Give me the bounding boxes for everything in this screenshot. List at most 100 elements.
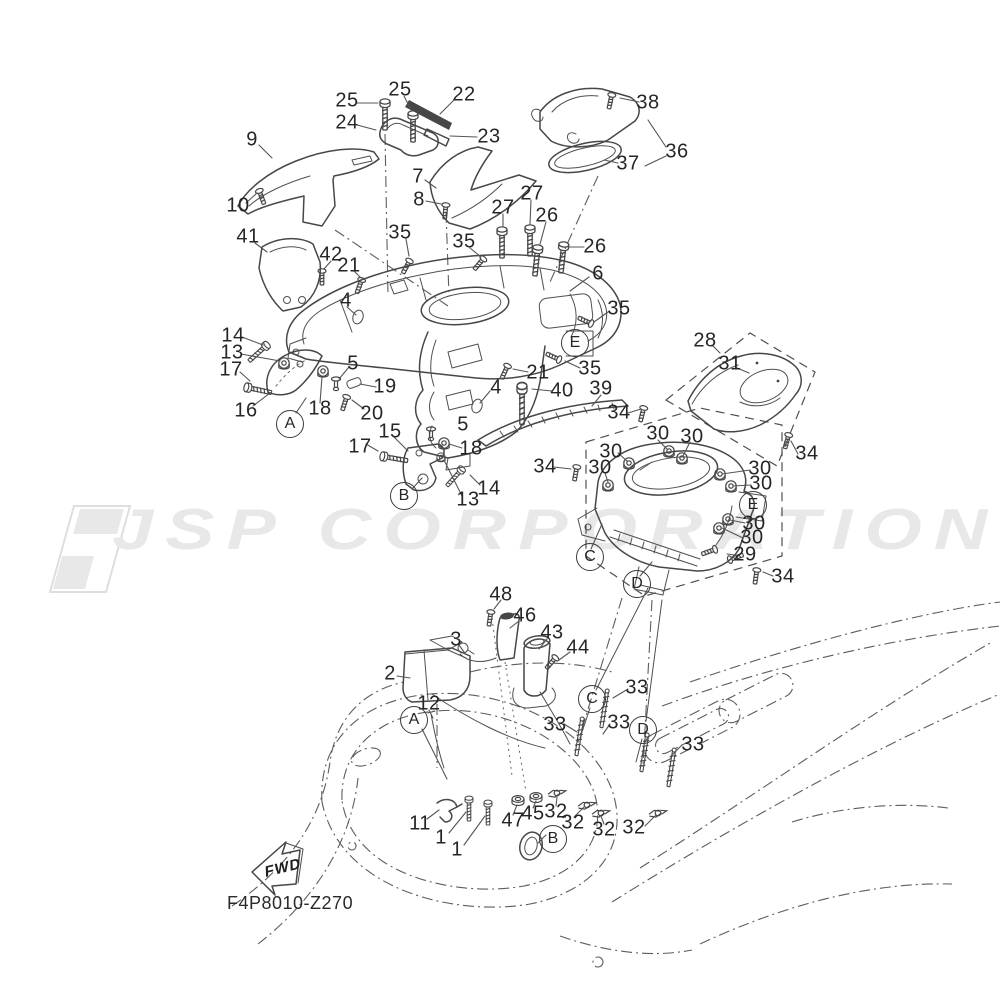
part-label-43: 43 [540,621,564,644]
part-label-47: 47 [501,809,525,832]
watermark-text: JSP CORPORATION [112,496,1000,562]
part-label-25: 25 [335,89,359,112]
handle-ring [519,831,543,861]
part-label-2: 2 [384,662,396,685]
leader-lines [239,95,799,846]
tie-part12 [427,710,445,769]
part-label-20: 20 [360,402,384,425]
part-label-17: 17 [219,358,243,381]
fwd-arrow [251,841,304,896]
part-label-30: 30 [740,526,764,549]
clamp-part3 [457,642,475,655]
part-label-32: 32 [622,816,646,839]
part-label-11: 11 [409,812,431,835]
spout-part46 [459,612,520,662]
part-label-14: 14 [221,324,245,347]
part-label-27: 27 [491,196,515,219]
watermark-logo-block [53,556,94,589]
part-label-34: 34 [795,442,819,465]
handlebar-cover-part9 [237,148,380,227]
part-label-30: 30 [680,425,704,448]
part-label-8: 8 [413,188,425,211]
part-label-27: 27 [520,182,544,205]
part-label-34: 34 [607,401,631,424]
assembly-axis-lines [334,133,653,768]
part-label-32: 32 [544,800,568,823]
part-label-18: 18 [459,437,483,460]
part-label-33: 33 [607,711,631,734]
pad-part31 [687,352,802,433]
ref-circle-D: D [629,716,657,744]
part-label-30: 30 [588,456,612,479]
part-label-29: 29 [733,543,757,566]
hull-outline [231,601,1000,968]
part-label-40: 40 [550,379,574,402]
part-label-48: 48 [489,583,513,606]
diagram-code: F4P8010-Z270 [227,893,354,913]
part-label-7: 7 [412,165,424,188]
long-reference-lines [431,587,663,763]
part-label-1: 1 [451,838,463,861]
strip-part23 [423,128,450,147]
part-label-28: 28 [693,329,717,352]
flap-part2 [402,635,471,703]
part-label-13: 13 [456,488,480,511]
part-label-1: 1 [435,826,447,849]
part-label-9: 9 [246,128,258,151]
part-label-33: 33 [543,713,567,736]
ref-circle-A: A [276,410,304,438]
part-label-46: 46 [513,604,537,627]
ref-circle-B: B [390,482,418,510]
visor-part7 [429,146,537,230]
part-label-30: 30 [599,440,623,463]
part-label-4: 4 [490,376,502,399]
part-label-35: 35 [578,357,602,380]
meter-cover-part36 [531,87,640,148]
part-label-44: 44 [566,636,590,659]
part-label-13: 13 [220,341,244,364]
part-label-26: 26 [583,235,607,258]
part-label-22: 22 [452,83,476,106]
part-label-23: 23 [477,125,501,148]
trim-blade-part22 [405,100,452,130]
bracket-part24 [379,117,439,157]
part-label-10: 10 [226,194,250,217]
part-label-35: 35 [607,297,631,320]
ref-circle-E: E [561,329,589,357]
part-label-39: 39 [589,377,613,400]
part-label-19: 19 [373,375,397,398]
part-label-32: 32 [561,811,585,834]
part-label-16: 16 [234,399,258,422]
part-label-33: 33 [681,733,705,756]
side-panel-part41 [258,238,322,312]
dashed-box-28 [664,332,816,467]
serrated-trim-part39 [477,399,629,447]
part-label-24: 24 [335,111,359,134]
ref-circle-E: E [739,491,767,519]
watermark-logo-bar [73,509,124,534]
part-label-34: 34 [771,565,795,588]
part-label-26: 26 [535,204,559,227]
part-label-38: 38 [636,91,660,114]
part-label-36: 36 [665,140,689,163]
drop-lines-dotted [491,617,527,793]
part-label-31: 31 [718,352,742,375]
part-label-42: 42 [319,243,343,266]
part-label-37: 37 [616,152,640,175]
part-label-5: 5 [347,352,359,375]
part-label-41: 41 [236,225,260,248]
part-label-4: 4 [340,289,352,312]
fwd-label: FWD [264,854,302,882]
fasteners [242,91,794,826]
part-label-35: 35 [452,230,476,253]
ref-circle-C: C [578,685,606,713]
part-label-30: 30 [749,472,773,495]
watermark-logo-outline [48,505,132,593]
part-label-18: 18 [308,397,332,420]
part-label-32: 32 [592,818,616,841]
part-label-21: 21 [337,254,361,277]
